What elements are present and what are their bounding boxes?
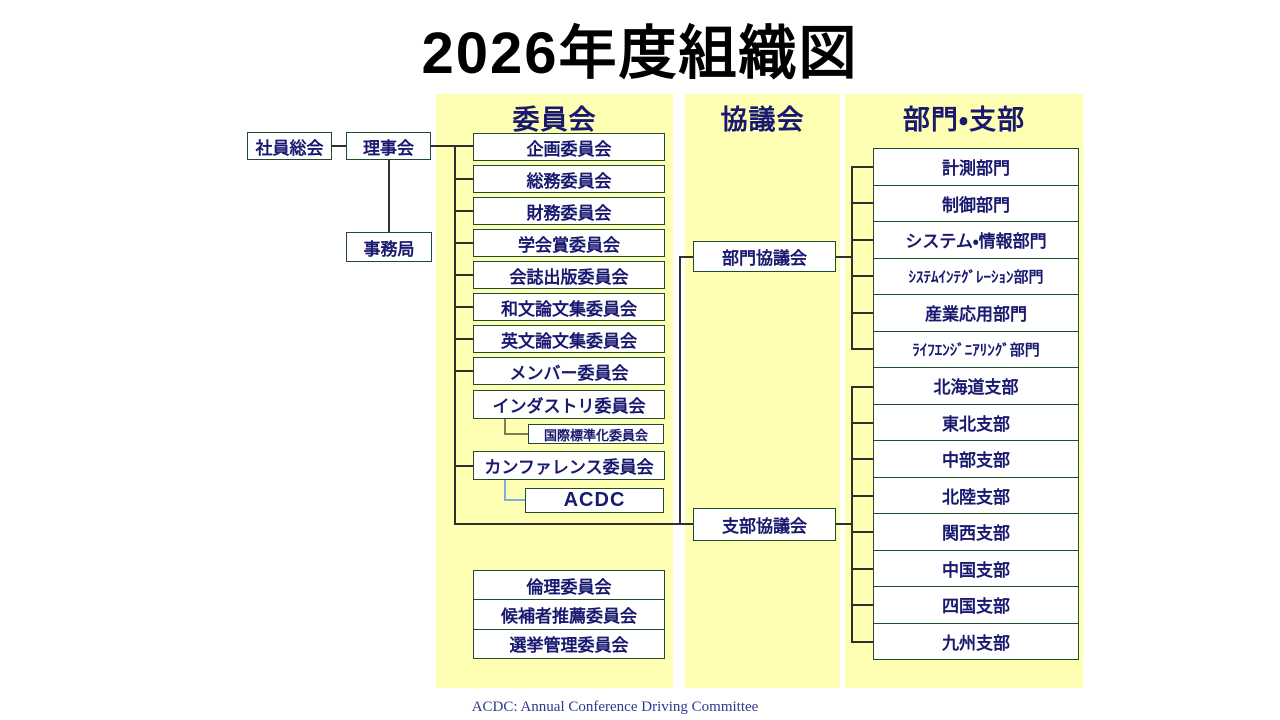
box-system-information-division: システム・情報部門 [874, 222, 1078, 259]
connector-line [851, 386, 873, 388]
box-candidate-recommendation-committee: 候補者推薦委員会 [474, 600, 664, 630]
connector-line [454, 210, 473, 212]
connector-line [388, 159, 390, 232]
councils-header: 協議会 [720, 105, 805, 135]
box-shikoku-branch: 四国支部 [874, 587, 1078, 624]
box-measurement-division: 計測部門 [874, 149, 1078, 186]
box-control-division: 制御部門 [874, 186, 1078, 222]
connector-line [454, 274, 473, 276]
connector-line [851, 422, 873, 424]
connector-line [851, 641, 873, 643]
connector-line [851, 202, 873, 204]
box-journal-publication-committee: 会誌出版委員会 [473, 261, 665, 289]
connector-line [851, 275, 873, 277]
box-general-assembly: 社員総会 [247, 132, 332, 160]
box-conference-committee: カンファレンス委員会 [473, 451, 665, 480]
connector-line [851, 239, 873, 241]
page-title: 2026年度組織図 [421, 21, 859, 86]
connector-line [454, 242, 473, 244]
connector-line [836, 256, 852, 258]
box-industrial-application-division: 産業応用部門 [874, 295, 1078, 332]
connector-line [851, 166, 853, 350]
divisions-branches-group: 計測部門 制御部門 システム・情報部門 ｼｽﾃﾑｲﾝﾃｸﾞﾚｰｼｮﾝ部門 産業応… [873, 148, 1079, 660]
box-system-integration-division: ｼｽﾃﾑｲﾝﾃｸﾞﾚｰｼｮﾝ部門 [874, 259, 1078, 295]
divisions-branches-header: 部門・支部 [902, 105, 1026, 135]
box-division-council: 部門協議会 [693, 241, 836, 272]
box-japanese-papers-committee: 和文論文集委員会 [473, 293, 665, 321]
box-hokuriku-branch: 北陸支部 [874, 478, 1078, 514]
acdc-footnote: ACDC: Annual Conference Driving Committe… [471, 699, 759, 715]
connector-line [851, 568, 873, 570]
connector-line [454, 338, 473, 340]
connector-line [851, 166, 873, 168]
box-board-of-directors: 理事会 [346, 132, 431, 160]
independent-committees-group: 倫理委員会 候補者推薦委員会 選挙管理委員会 [473, 570, 665, 659]
box-election-administration-committee: 選挙管理委員会 [509, 636, 629, 656]
box-ethics-committee: 倫理委員会 [474, 571, 664, 601]
connector-line [851, 531, 873, 533]
committees-header: 委員会 [512, 105, 597, 135]
connector-line [454, 465, 473, 467]
box-branch-council: 支部協議会 [693, 508, 836, 541]
box-society-award-committee: 学会賞委員会 [473, 229, 665, 257]
councils-panel [685, 94, 840, 688]
box-industry-committee: インダストリ委員会 [473, 390, 665, 419]
connector-line [679, 256, 681, 524]
connector-line [454, 178, 473, 180]
connector-elbow-acdc [504, 480, 506, 501]
connector-line [836, 523, 852, 525]
box-member-committee: メンバー委員会 [473, 357, 665, 385]
box-kansai-branch: 関西支部 [874, 514, 1078, 551]
connector-line [851, 458, 873, 460]
box-kyushu-branch: 九州支部 [942, 633, 1010, 653]
box-english-papers-committee: 英文論文集委員会 [473, 325, 665, 353]
box-chugoku-branch: 中国支部 [874, 551, 1078, 587]
connector-line [851, 348, 873, 350]
connector-line [851, 386, 853, 643]
connector-line [851, 604, 873, 606]
box-finance-committee: 財務委員会 [473, 197, 665, 225]
box-tohoku-branch: 東北支部 [874, 405, 1078, 441]
connector-line [454, 523, 693, 525]
connector-elbow-acdc [504, 499, 525, 501]
connector-line [851, 495, 873, 497]
connector-elbow-standardization [504, 433, 528, 435]
box-acdc: ACDC [525, 488, 664, 513]
box-hokkaido-branch: 北海道支部 [874, 368, 1078, 405]
box-international-standardization-committee: 国際標準化委員会 [528, 424, 664, 444]
box-chubu-branch: 中部支部 [874, 441, 1078, 478]
box-general-affairs-committee: 総務委員会 [473, 165, 665, 193]
connector-trunk [454, 145, 456, 525]
box-planning-committee: 企画委員会 [473, 133, 665, 161]
connector-elbow-standardization [504, 418, 506, 435]
connector-line [679, 256, 693, 258]
connector-line [454, 370, 473, 372]
box-life-engineering-division: ﾗｲﾌｴﾝｼﾞﾆｱﾘﾝｸﾞ部門 [874, 332, 1078, 368]
connector-line [454, 306, 473, 308]
box-secretariat: 事務局 [346, 232, 432, 262]
connector-line [851, 312, 873, 314]
connector-line [431, 145, 473, 147]
connector-line [332, 145, 346, 147]
